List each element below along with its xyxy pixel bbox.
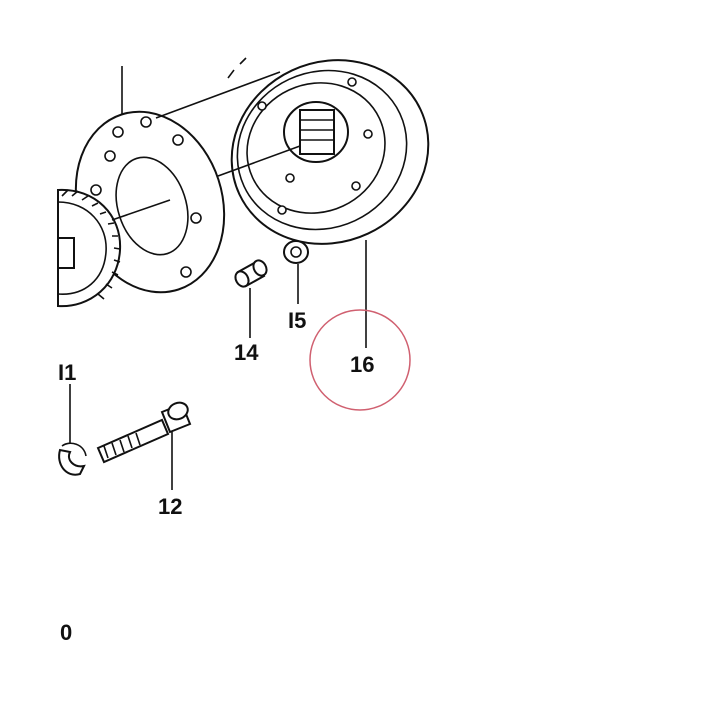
leader-sprocket-to-flange (111, 199, 171, 221)
label-part-0: 0 (60, 620, 72, 645)
bolt (96, 401, 192, 464)
washer (283, 240, 309, 264)
label-part-15: I5 (288, 308, 306, 333)
highlight-circle (309, 309, 411, 411)
lock-clip (58, 442, 87, 476)
damper-pulley (227, 57, 430, 245)
leader-flange-to-pulley-lower (217, 145, 301, 177)
label-part-14: 14 (234, 340, 259, 365)
label-part-16: 16 (350, 352, 374, 377)
sprocket (57, 188, 122, 308)
label-part-11: I1 (58, 360, 76, 385)
dowel-pin (234, 259, 268, 288)
leader-flange-to-pulley-upper (155, 71, 281, 119)
label-part-12: 12 (158, 494, 182, 519)
